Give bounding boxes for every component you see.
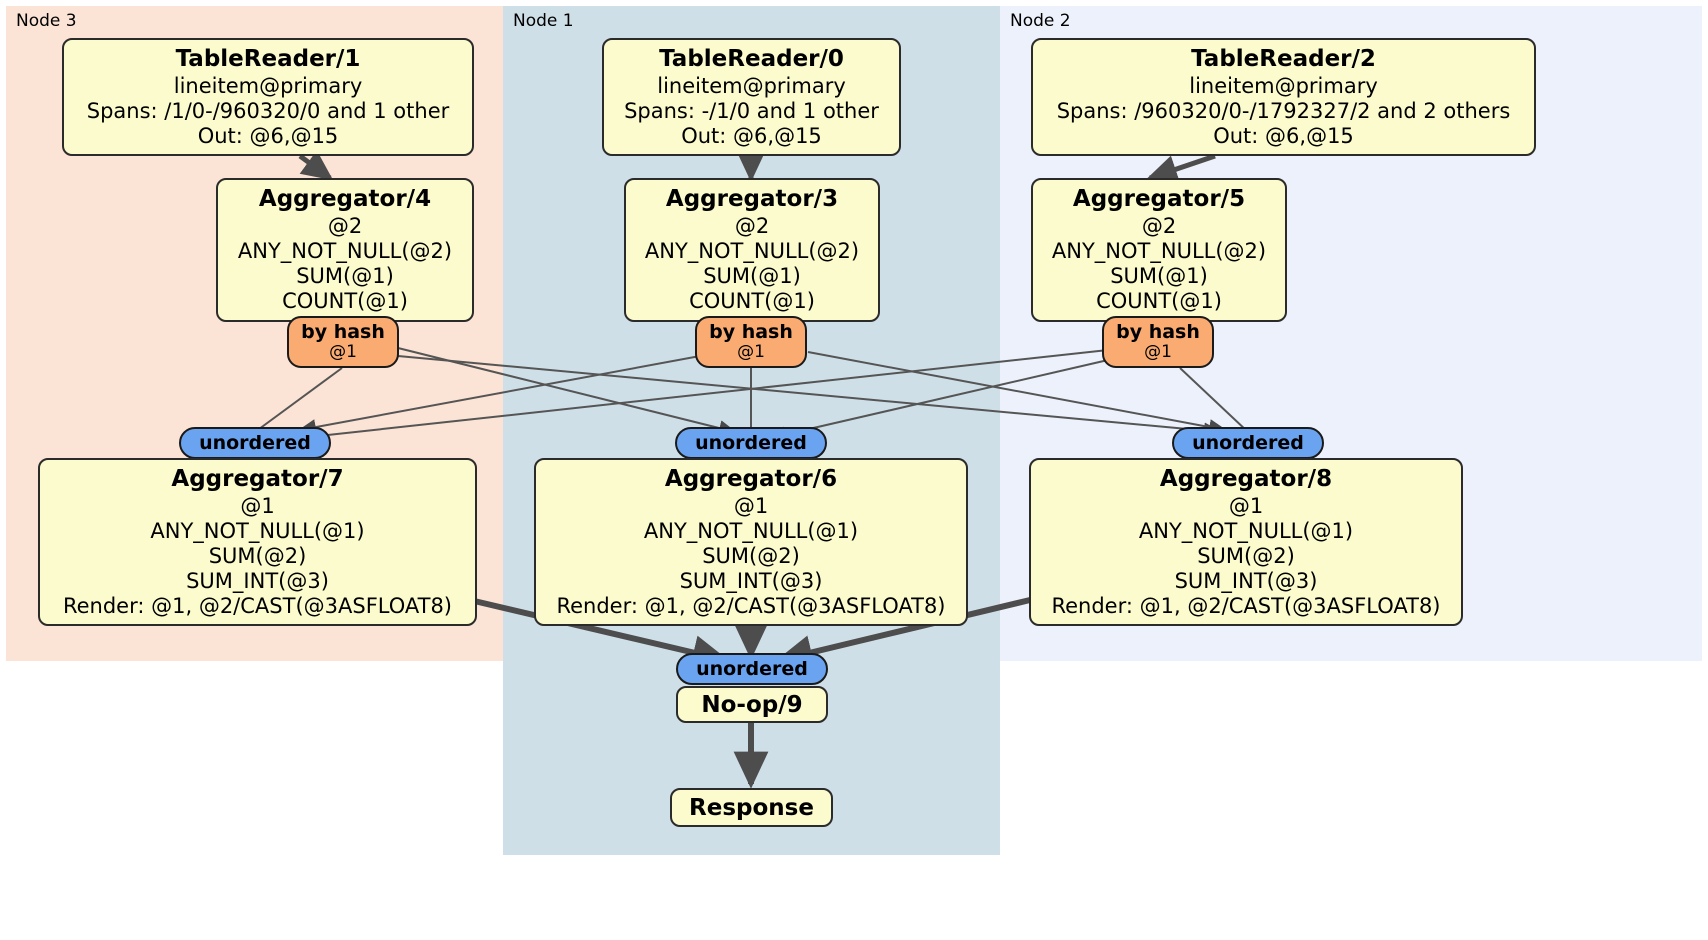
processor-title: Response bbox=[689, 794, 814, 821]
processor-title: TableReader/0 bbox=[659, 46, 844, 72]
router-by-hash-left[interactable]: by hash @1 bbox=[287, 316, 399, 368]
processor-line: SUM(@1) bbox=[296, 264, 394, 288]
synchronizer-unordered-mid[interactable]: unordered bbox=[675, 427, 827, 459]
processor-title: No-op/9 bbox=[701, 691, 803, 718]
processor-line: Out: @6,@15 bbox=[1213, 124, 1354, 148]
processor-aggregator-7[interactable]: Aggregator/7 @1 ANY_NOT_NULL(@1) SUM(@2)… bbox=[38, 458, 477, 626]
router-by-hash-mid[interactable]: by hash @1 bbox=[695, 316, 807, 368]
processor-noop-9[interactable]: No-op/9 bbox=[676, 686, 828, 723]
processor-line: Out: @6,@15 bbox=[681, 124, 822, 148]
processor-title: Aggregator/4 bbox=[258, 186, 432, 212]
processor-line: Out: @6,@15 bbox=[197, 124, 339, 148]
synchronizer-label: unordered bbox=[695, 431, 807, 454]
processor-line: lineitem@primary bbox=[173, 74, 363, 98]
processor-tablereader-2[interactable]: TableReader/2 lineitem@primary Spans: /9… bbox=[1031, 38, 1536, 156]
router-label: by hash bbox=[301, 321, 385, 343]
router-label: by hash bbox=[1116, 321, 1200, 343]
synchronizer-label: unordered bbox=[199, 431, 311, 454]
processor-line: lineitem@primary bbox=[1189, 74, 1378, 98]
processor-line: SUM(@1) bbox=[703, 264, 801, 288]
processor-line: @1 bbox=[240, 494, 275, 518]
processor-title: Aggregator/3 bbox=[665, 186, 839, 212]
processor-line: Spans: -/1/0 and 1 other bbox=[624, 99, 879, 123]
processor-line: ANY_NOT_NULL(@2) bbox=[237, 239, 453, 263]
processor-aggregator-4[interactable]: Aggregator/4 @2 ANY_NOT_NULL(@2) SUM(@1)… bbox=[216, 178, 474, 322]
processor-title: Aggregator/8 bbox=[1159, 466, 1333, 492]
processor-line: COUNT(@1) bbox=[689, 289, 815, 313]
processor-aggregator-5[interactable]: Aggregator/5 @2 ANY_NOT_NULL(@2) SUM(@1)… bbox=[1031, 178, 1287, 322]
processor-response[interactable]: Response bbox=[670, 788, 833, 827]
processor-line: ANY_NOT_NULL(@1) bbox=[643, 519, 859, 543]
processor-line: @1 bbox=[1228, 494, 1264, 518]
processor-line: SUM_INT(@3) bbox=[186, 569, 329, 593]
processor-aggregator-3[interactable]: Aggregator/3 @2 ANY_NOT_NULL(@2) SUM(@1)… bbox=[624, 178, 880, 322]
processor-line: @1 bbox=[733, 494, 769, 518]
processor-line: Render: @1, @2/CAST(@3ASFLOAT8) bbox=[556, 594, 946, 618]
panel-node1-label: Node 1 bbox=[513, 11, 574, 31]
processor-title: Aggregator/7 bbox=[171, 466, 344, 492]
processor-title: Aggregator/6 bbox=[664, 466, 838, 492]
processor-title: TableReader/2 bbox=[1191, 46, 1376, 72]
processor-line: COUNT(@1) bbox=[1096, 289, 1222, 313]
panel-node3-label: Node 3 bbox=[16, 11, 77, 31]
processor-title: Aggregator/5 bbox=[1072, 186, 1246, 212]
synchronizer-label: unordered bbox=[696, 657, 808, 680]
processor-line: ANY_NOT_NULL(@2) bbox=[1051, 239, 1267, 263]
processor-line: Render: @1, @2/CAST(@3ASFLOAT8) bbox=[1051, 594, 1441, 618]
processor-line: lineitem@primary bbox=[657, 74, 846, 98]
processor-line: Spans: /960320/0-/1792327/2 and 2 others bbox=[1056, 99, 1511, 123]
processor-aggregator-6[interactable]: Aggregator/6 @1 ANY_NOT_NULL(@1) SUM(@2)… bbox=[534, 458, 968, 626]
router-by-hash-right[interactable]: by hash @1 bbox=[1102, 316, 1214, 368]
processor-tablereader-1[interactable]: TableReader/1 lineitem@primary Spans: /1… bbox=[62, 38, 474, 156]
processor-title: TableReader/1 bbox=[175, 46, 361, 72]
processor-line: @2 bbox=[327, 214, 363, 238]
processor-line: COUNT(@1) bbox=[282, 289, 408, 313]
processor-line: SUM_INT(@3) bbox=[679, 569, 823, 593]
router-sublabel: @1 bbox=[329, 342, 357, 362]
synchronizer-label: unordered bbox=[1192, 431, 1304, 454]
processor-line: Render: @1, @2/CAST(@3ASFLOAT8) bbox=[62, 594, 453, 618]
processor-line: SUM(@2) bbox=[702, 544, 800, 568]
synchronizer-unordered-left[interactable]: unordered bbox=[179, 427, 331, 459]
processor-line: Spans: /1/0-/960320/0 and 1 other bbox=[86, 99, 450, 123]
processor-line: SUM_INT(@3) bbox=[1174, 569, 1318, 593]
processor-line: @2 bbox=[1141, 214, 1177, 238]
router-sublabel: @1 bbox=[1144, 342, 1172, 362]
processor-line: ANY_NOT_NULL(@1) bbox=[1138, 519, 1354, 543]
processor-line: ANY_NOT_NULL(@1) bbox=[150, 519, 365, 543]
synchronizer-unordered-final[interactable]: unordered bbox=[676, 653, 828, 685]
processor-line: SUM(@1) bbox=[1110, 264, 1208, 288]
processor-line: SUM(@2) bbox=[1197, 544, 1295, 568]
processor-tablereader-0[interactable]: TableReader/0 lineitem@primary Spans: -/… bbox=[602, 38, 901, 156]
synchronizer-unordered-right[interactable]: unordered bbox=[1172, 427, 1324, 459]
processor-line: @2 bbox=[734, 214, 770, 238]
processor-line: SUM(@2) bbox=[208, 544, 307, 568]
panel-node2-label: Node 2 bbox=[1010, 11, 1071, 31]
router-sublabel: @1 bbox=[737, 342, 765, 362]
processor-aggregator-8[interactable]: Aggregator/8 @1 ANY_NOT_NULL(@1) SUM(@2)… bbox=[1029, 458, 1463, 626]
router-label: by hash bbox=[709, 321, 793, 343]
processor-line: ANY_NOT_NULL(@2) bbox=[644, 239, 860, 263]
